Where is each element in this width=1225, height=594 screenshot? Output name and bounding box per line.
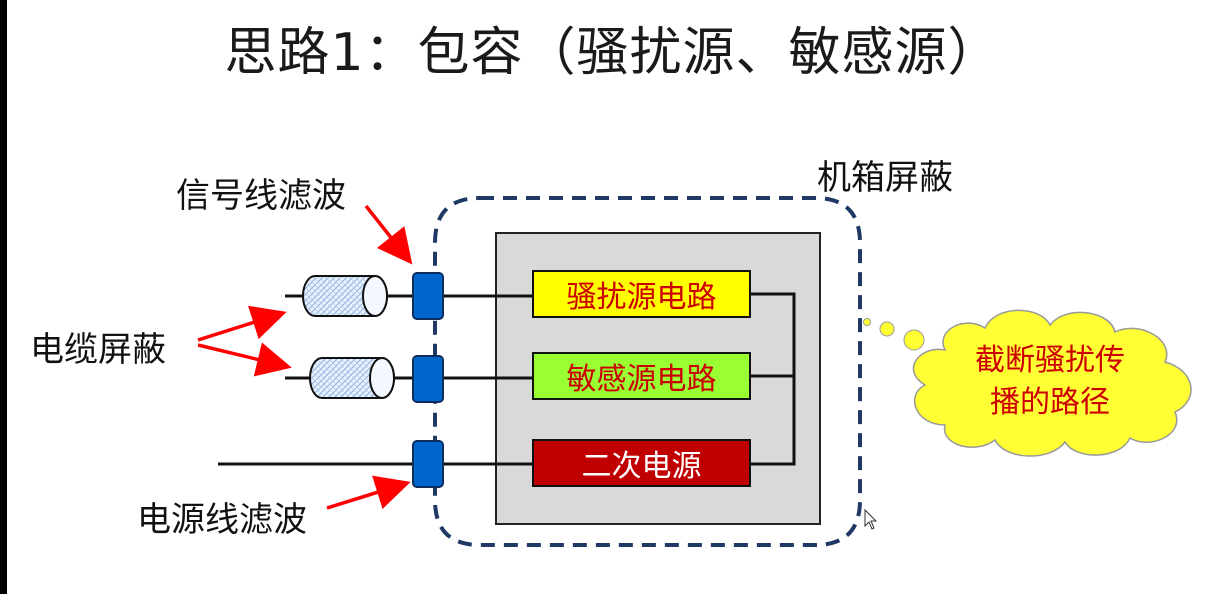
slide-title: 思路1：包容（骚扰源、敏感源） [224, 23, 1001, 83]
arrow-icon [326, 475, 411, 510]
noise-source-circuit-box: 骚扰源电路 [532, 270, 751, 318]
noise-source-circuit-label: 骚扰源电路 [566, 280, 717, 315]
mouse-cursor-icon [864, 508, 878, 530]
filter-block-icon [412, 272, 444, 320]
power-filter-label: 电源线滤波 [137, 500, 307, 540]
chassis-shield-boundary [433, 196, 862, 547]
cloud-caption-line1: 截断骚扰传 [975, 343, 1125, 378]
secondary-power-label: 二次电源 [581, 449, 702, 484]
cloud-caption-line2: 播的路径 [990, 385, 1110, 420]
sensitive-circuit-label: 敏感源电路 [566, 362, 717, 397]
sensitive-circuit-box: 敏感源电路 [532, 352, 751, 400]
arrow-icon [197, 305, 287, 342]
thought-cloud-icon [863, 309, 1192, 457]
filter-block-icon [412, 440, 444, 488]
cloud-caption: 截断骚扰传 播的路径 [930, 340, 1170, 424]
cable-shield-icon [309, 357, 395, 399]
arrow-icon [364, 204, 413, 265]
cable-shield-icon [302, 275, 388, 317]
secondary-power-box: 二次电源 [532, 439, 751, 487]
wiring [218, 292, 796, 466]
arrow-icon [197, 342, 292, 377]
signal-filter-label: 信号线滤波 [176, 176, 346, 216]
filter-block-icon [412, 355, 444, 403]
cable-shield-label: 电缆屏蔽 [30, 330, 166, 370]
left-edge-bar [0, 0, 7, 594]
chassis-shield-label: 机箱屏蔽 [817, 158, 953, 198]
